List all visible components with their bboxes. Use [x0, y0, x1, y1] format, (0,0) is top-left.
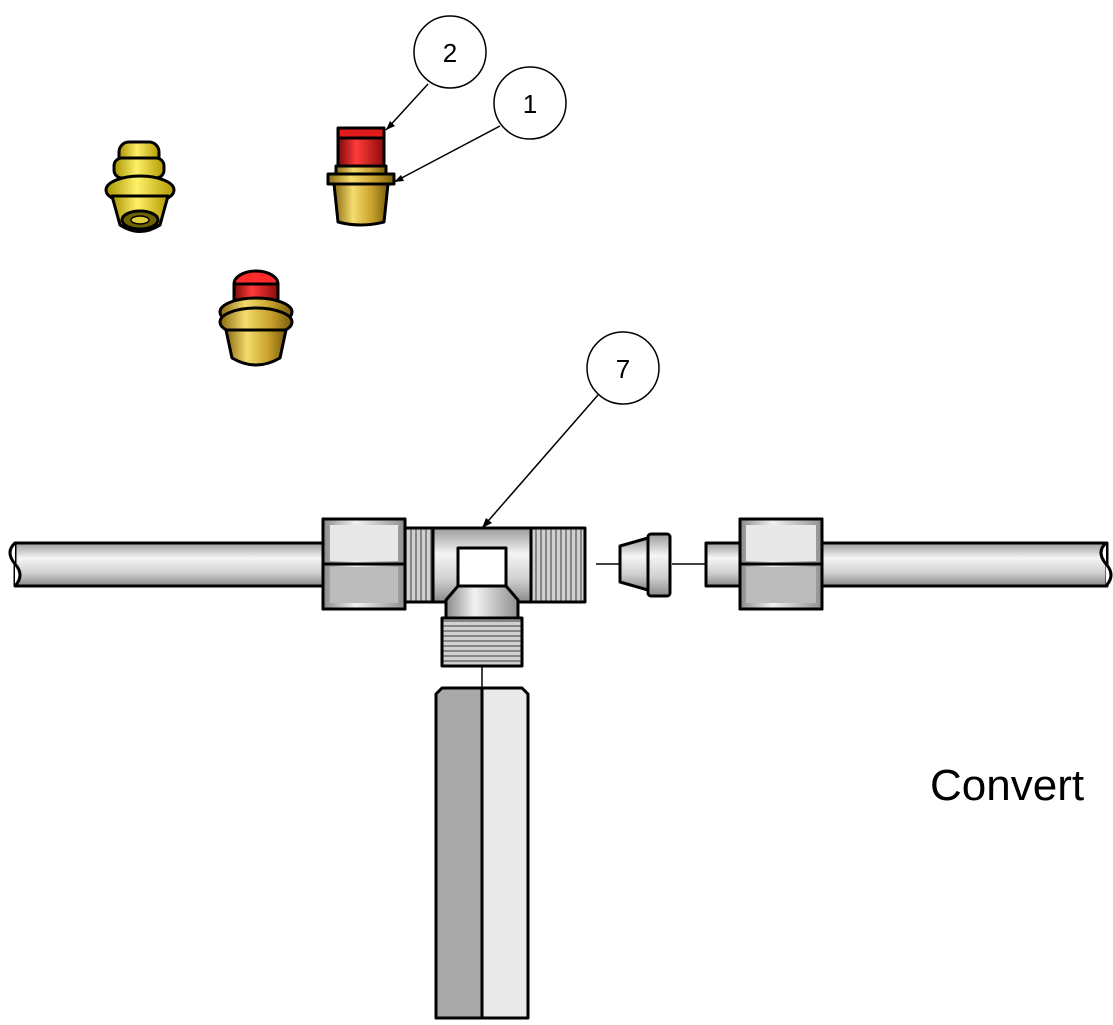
- right-tube: [820, 541, 1113, 588]
- balloon-2-callout: 2: [385, 15, 487, 131]
- balloon-7-callout: 7: [481, 331, 660, 529]
- balloon-1-number: 1: [523, 89, 537, 119]
- right-nut-assembly: [704, 517, 824, 611]
- bottom-hex-nut-graphic: [434, 686, 530, 1020]
- red-capped-fitting-angled: [218, 269, 294, 367]
- yellow-fitting-angled: [104, 140, 176, 233]
- tee-fitting: [403, 526, 587, 668]
- balloon-2-number: 2: [443, 38, 457, 68]
- balloon-1-callout: 1: [393, 66, 567, 183]
- left-tube: [8, 541, 327, 588]
- left-nut: [321, 517, 407, 611]
- balloon-7-number: 7: [616, 354, 630, 384]
- right-ferrule: [618, 532, 672, 598]
- convert-label: Convert: [930, 761, 1084, 810]
- brass-fitting-upright: [326, 126, 396, 227]
